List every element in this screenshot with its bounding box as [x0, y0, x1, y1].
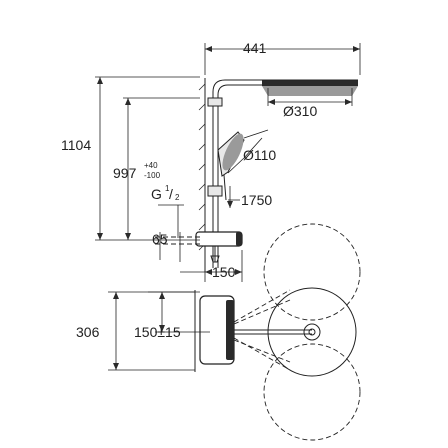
plan-head-shower — [267, 287, 357, 377]
dim-thread-slash: / — [169, 186, 173, 202]
riser-pipe — [212, 79, 262, 268]
hand-shower — [217, 131, 245, 201]
thermostat-body — [195, 231, 243, 263]
dim-thread-den: 2 — [175, 193, 180, 202]
wall-bracket — [207, 97, 223, 107]
plan-view: 306 150±15 — [76, 223, 361, 441]
dim-height-bar-tol-minus: -100 — [144, 171, 161, 180]
dim-height-bar: 997 — [113, 165, 137, 181]
dim-hand-height: 1750 — [241, 192, 272, 208]
head-shower — [262, 79, 358, 96]
slide-bracket — [207, 185, 223, 197]
dim-height-bar-tol-plus: +40 — [144, 161, 158, 170]
dim-spout-projection: 150 — [212, 264, 236, 280]
dim-width-total: 441 — [243, 40, 267, 56]
dim-hand-diameter: Ø110 — [243, 147, 276, 163]
dim-plan-center: 150±15 — [134, 324, 181, 340]
dim-height-total: 1104 — [61, 137, 91, 153]
dim-head-diameter: Ø310 — [283, 103, 317, 119]
dim-thread-num: 1 — [165, 184, 170, 193]
dim-wall-offset: 65 — [152, 231, 168, 247]
dim-plan-height: 306 — [76, 324, 100, 340]
riser-pipe-inner — [217, 84, 262, 268]
dim-thread: G — [151, 186, 162, 202]
plan-swivel-upper — [233, 289, 291, 323]
elevation-view: 441 Ø310 Ø110 1750 1104 997 +40 -100 — [61, 40, 361, 282]
